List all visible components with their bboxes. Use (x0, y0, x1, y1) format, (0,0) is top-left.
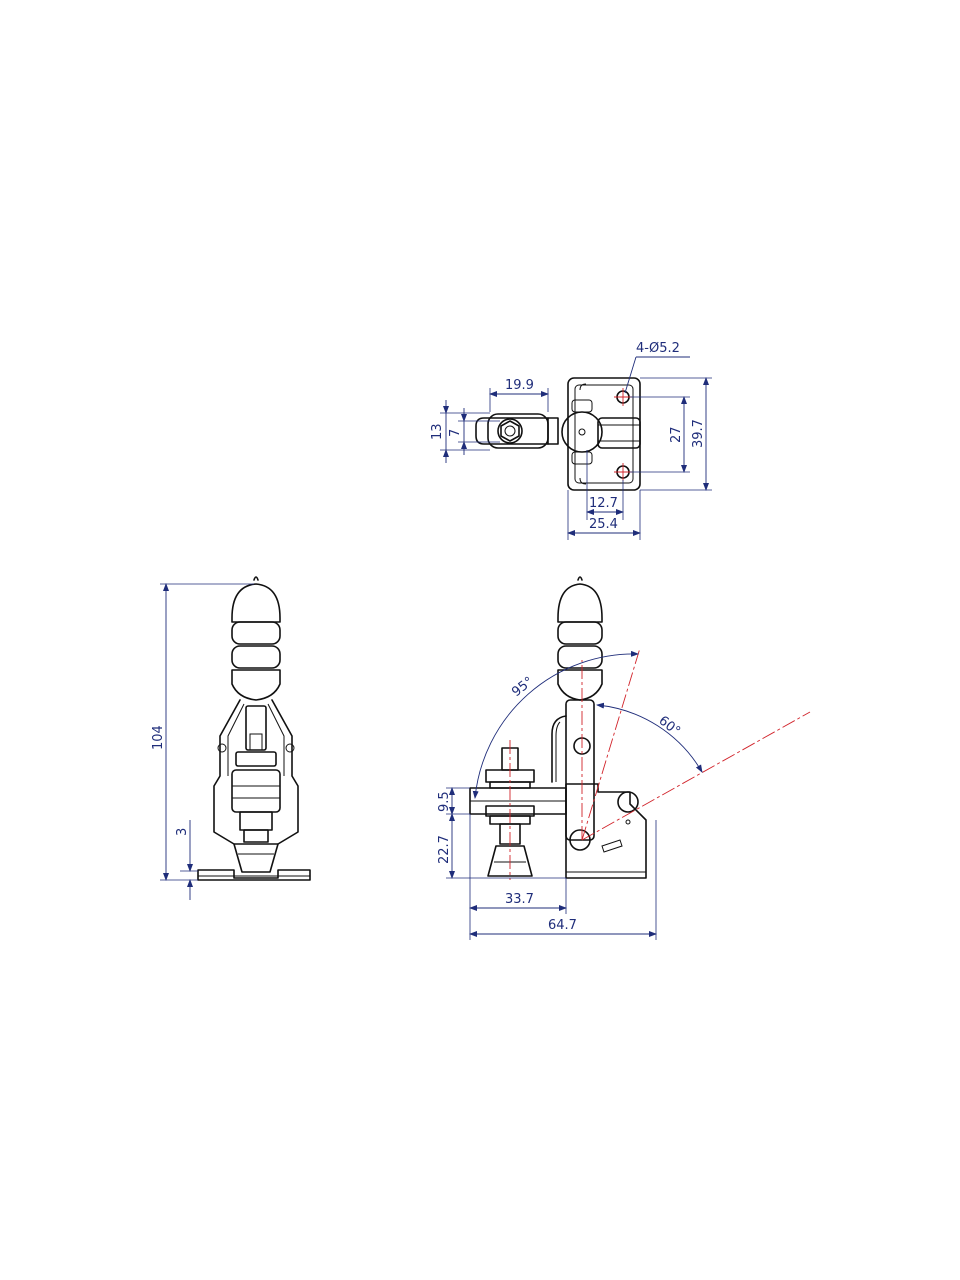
dim-33-7-64-7: 33.7 64.7 (469, 814, 657, 940)
dim-104-label: 104 (151, 725, 166, 750)
dim-3: 3 (175, 820, 198, 900)
dim-104: 104 (151, 583, 254, 881)
dim-13-label: 13 (430, 423, 445, 440)
dim-12-7-label: 12.7 (589, 496, 618, 511)
side-lever (551, 699, 595, 851)
front-view: 104 3 (151, 576, 311, 900)
side-view: 95° 60° 9.5 22.7 33.7 64.7 (437, 576, 811, 940)
dim-64-7-label: 64.7 (548, 918, 577, 933)
dim-25-4-label: 25.4 (589, 517, 618, 532)
dim-39-7-label: 39.7 (691, 419, 706, 448)
dim-27-label: 27 (669, 426, 684, 443)
dim-33-7-label: 33.7 (505, 892, 534, 907)
top-arm (475, 413, 559, 449)
dim-12-7-25-4: 12.7 25.4 (567, 450, 641, 540)
front-spindle-tip (233, 843, 279, 873)
dim-13-7: 13 7 (430, 400, 500, 463)
side-handle-grip (557, 576, 603, 701)
angle-arcs: 95° 60° (472, 650, 703, 799)
top-view: 4-Ø5.2 19.9 13 7 (430, 341, 712, 540)
dim-22-7-label: 22.7 (437, 835, 452, 864)
hole-callout-label: 4-Ø5.2 (636, 341, 680, 356)
top-pivot (561, 399, 641, 465)
dim-9-5-label: 9.5 (437, 791, 452, 812)
angle-60-label: 60° (656, 713, 683, 739)
front-handle-grip (231, 576, 281, 701)
dim-19-9: 19.9 (489, 378, 549, 412)
dim-19-9-label: 19.9 (505, 378, 534, 393)
angle-95-label: 95° (509, 674, 536, 700)
front-linkage (213, 699, 299, 845)
hole-callout-leader: 4-Ø5.2 (624, 341, 690, 394)
dim-3-label: 3 (175, 828, 190, 836)
mounting-holes (579, 383, 632, 485)
dim-27-39-7: 27 39.7 (630, 377, 712, 491)
front-base (197, 869, 311, 881)
side-centerlines (509, 647, 811, 880)
dim-7-label: 7 (448, 429, 463, 437)
dim-9-5-22-7: 9.5 22.7 (437, 787, 566, 879)
